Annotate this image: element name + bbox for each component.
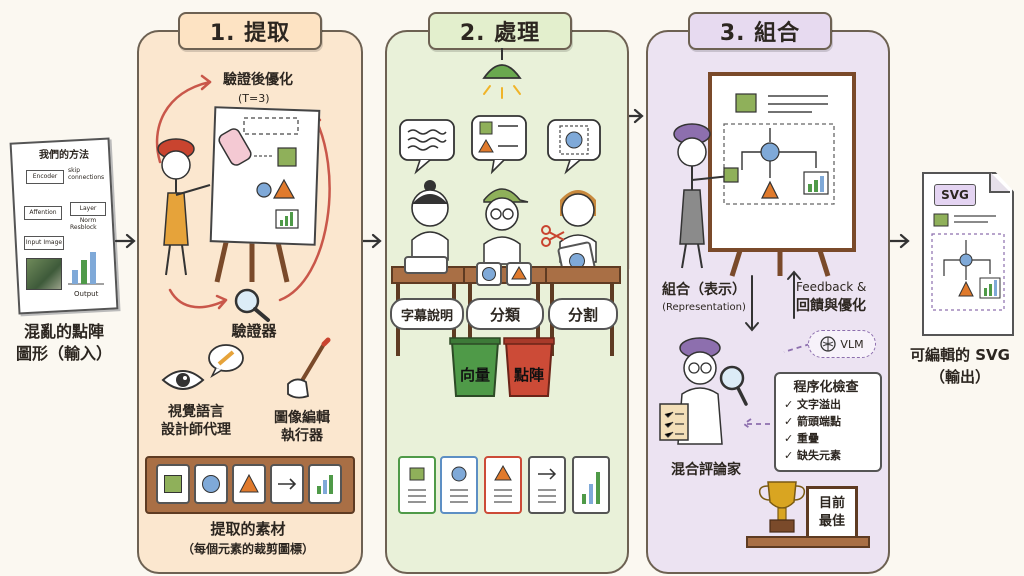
- paintbrush-hand-icon: [287, 337, 331, 399]
- verifier-label: 驗證器: [231, 322, 277, 340]
- best-so-far-line1: 目前: [818, 496, 845, 511]
- image-editor-line1: 圖像編輯: [274, 410, 330, 426]
- magnifier-icon: [234, 288, 270, 322]
- asset-card-square: [156, 464, 190, 504]
- input-box-encoder: Encoder: [26, 170, 64, 184]
- svg-doc-tag: SVG: [934, 184, 976, 206]
- worker-bun-figure: [411, 180, 449, 261]
- vlm-agent-line2: 設計師代理: [161, 422, 231, 438]
- artist-figure-purple: [673, 123, 739, 269]
- svg-document-fold: [989, 172, 1010, 193]
- sign-caption: 字幕說明: [390, 298, 464, 330]
- vlm-label: VLM: [840, 337, 864, 351]
- feedback-label-zh: 回饋與優化: [796, 298, 866, 314]
- sign-segment: 分割: [548, 298, 618, 330]
- input-box-attention: Affention: [24, 206, 62, 220]
- easel-stage1: [207, 237, 297, 283]
- asset-card-triangle: [232, 464, 266, 504]
- desk-segment: [545, 266, 621, 284]
- whiteboard-stage3: [708, 72, 856, 252]
- artist-figure-red: [157, 138, 211, 276]
- classify-card-circle: [476, 262, 502, 286]
- trophy-icon: [758, 481, 806, 533]
- critic-figure: [659, 337, 748, 445]
- stage3-title: 3. 組合: [688, 12, 832, 50]
- svg-document-diagram: [931, 213, 1005, 311]
- input-sheet-title: 我們的方法: [39, 150, 89, 161]
- open-book: [404, 256, 448, 274]
- refine-label: 驗證後優化: [223, 72, 293, 88]
- asset-card-barchart: [308, 464, 342, 504]
- input-box-layernorm: Layer Norm: [70, 202, 106, 224]
- input-label-line2: 圖形（輸入）: [15, 344, 112, 363]
- brain-icon: [820, 336, 837, 352]
- best-so-far-frame: [806, 486, 858, 540]
- check-item-text-overflow: ✓ 文字溢出: [784, 398, 842, 411]
- stage2-title: 2. 處理: [428, 12, 572, 50]
- whiteboard-stage3-diagram: [723, 93, 835, 205]
- extracted-assets-line2: （每個元素的裁剪圖標）: [181, 542, 314, 556]
- input-bar-chart: [68, 252, 104, 285]
- extracted-assets-line1: 提取的素材: [210, 520, 286, 538]
- checks-panel: [774, 372, 882, 472]
- speech-pencil-icon: [208, 344, 244, 378]
- sign-classify: 分類: [466, 298, 544, 330]
- input-note-resblock: Resblock: [70, 224, 97, 231]
- shelf: [746, 536, 870, 548]
- check-item-arrow-endpoints: ✓ 箭頭端點: [784, 415, 842, 428]
- image-editor-line2: 執行器: [281, 428, 323, 444]
- worker-cap-figure: [483, 188, 529, 265]
- best-so-far-line2: 最佳: [818, 514, 845, 529]
- feedback-label-en: Feedback &: [796, 280, 867, 294]
- input-box-inputimage: Input Image: [24, 236, 64, 250]
- vlm-badge: VLM: [808, 330, 876, 358]
- bin-raster-label: 點陣: [513, 366, 544, 384]
- processed-card-circle: [440, 456, 478, 514]
- processed-card-arrow: [528, 456, 566, 514]
- refine-iterations: (T=3): [238, 92, 270, 105]
- stage1-title: 1. 提取: [178, 12, 322, 50]
- input-photo: [26, 258, 62, 290]
- critic-label: 混合評論家: [671, 462, 741, 478]
- output-label-line1: 可編輯的 SVG: [910, 346, 1010, 364]
- check-item-overlap: ✓ 重疊: [784, 432, 820, 445]
- vlm-agent-line1: 視覺語言: [168, 404, 224, 420]
- processed-card-barchart: [572, 456, 610, 514]
- processed-card-square: [398, 456, 436, 514]
- speech-bubble-circle: [547, 119, 601, 175]
- compose-label: 組合（表示）: [662, 282, 746, 298]
- bins: [449, 337, 555, 397]
- speech-bubble-text: [399, 119, 455, 175]
- processed-card-triangle: [484, 456, 522, 514]
- output-label-line2: （輸出）: [929, 368, 990, 386]
- checks-title: 程序化檢查: [793, 380, 859, 395]
- asset-card-circle: [194, 464, 228, 504]
- classify-card-triangle: [506, 262, 532, 286]
- eye-icon: [161, 370, 205, 390]
- input-note-skip: skip connections: [68, 167, 105, 181]
- whiteboard-stage1-diagram: [218, 117, 299, 229]
- input-label-line1: 混亂的點陣: [23, 322, 104, 341]
- bin-vector-label: 向量: [459, 366, 490, 384]
- speech-bubble-shapes: [471, 115, 527, 175]
- check-item-missing: ✓ 缺失元素: [784, 449, 842, 462]
- asset-card-arrow: [270, 464, 304, 504]
- input-note-output: Output: [74, 290, 99, 298]
- compose-label-en: (Representation): [662, 302, 746, 313]
- lamp-icon: [482, 48, 522, 99]
